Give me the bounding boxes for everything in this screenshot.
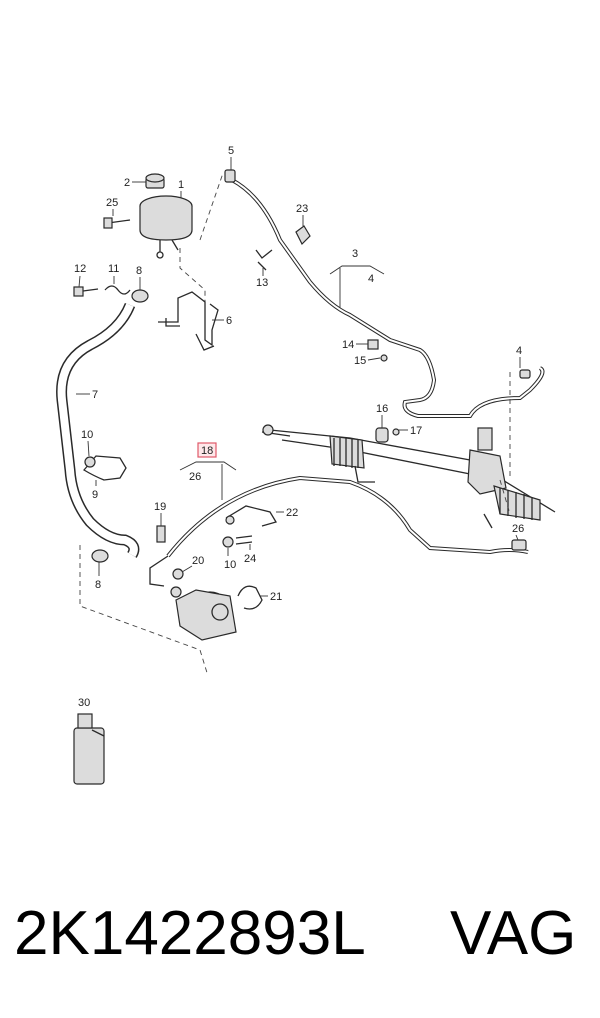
hose-clamp-bottom xyxy=(91,549,109,563)
callout-30: 30 xyxy=(78,697,90,709)
clip-13 xyxy=(255,249,273,271)
callout-4-right: 4 xyxy=(516,345,522,368)
svg-text:10: 10 xyxy=(81,429,93,441)
callout-6: 6 xyxy=(212,315,232,327)
clip-21 xyxy=(237,585,263,610)
callout-8-lower: 8 xyxy=(95,562,101,591)
callout-2: 2 xyxy=(124,177,146,189)
clip-23 xyxy=(295,225,311,246)
svg-text:18: 18 xyxy=(201,445,213,457)
callout-8-upper: 8 xyxy=(136,265,142,290)
fitting-4 xyxy=(519,369,531,379)
svg-text:14: 14 xyxy=(342,339,354,351)
callout-10-lower: 10 xyxy=(224,548,236,571)
callout-14: 14 xyxy=(342,339,368,351)
svg-text:4: 4 xyxy=(516,345,522,357)
callout-26-left: 26 xyxy=(189,471,201,483)
svg-text:13: 13 xyxy=(256,277,268,289)
callout-10-upper: 10 xyxy=(81,429,93,457)
steering-rack xyxy=(269,427,556,529)
svg-text:25: 25 xyxy=(106,197,118,209)
callout-26-right: 26 xyxy=(512,523,524,541)
svg-text:5: 5 xyxy=(228,145,234,157)
svg-text:20: 20 xyxy=(192,555,204,567)
fluid-reservoir xyxy=(139,173,193,259)
svg-text:21: 21 xyxy=(270,591,282,603)
clamp-16 xyxy=(375,427,389,443)
svg-text:26: 26 xyxy=(189,471,201,483)
brand-label: VAG xyxy=(450,899,577,968)
bolt-24 xyxy=(235,535,253,545)
nut-10-lower xyxy=(222,536,234,548)
svg-text:1: 1 xyxy=(178,179,184,191)
svg-text:24: 24 xyxy=(244,553,256,565)
callout-7: 7 xyxy=(76,389,98,401)
bracket-22 xyxy=(225,505,277,527)
hydraulic-fluid-bottle xyxy=(73,713,105,785)
callout-5: 5 xyxy=(228,145,234,170)
part-number: 2K1422893L xyxy=(14,899,366,968)
svg-text:3: 3 xyxy=(352,248,358,260)
svg-text:15: 15 xyxy=(354,355,366,367)
clip-11 xyxy=(104,285,131,295)
bracket-9 xyxy=(83,455,127,481)
pressure-pipe-3 xyxy=(231,178,545,418)
callout-21: 21 xyxy=(260,591,282,603)
part-number-line: 2K1422893L VAG xyxy=(0,898,600,978)
svg-text:2: 2 xyxy=(124,177,130,189)
callout-20: 20 xyxy=(181,555,204,573)
callout-17: 17 xyxy=(398,425,422,437)
svg-text:26: 26 xyxy=(512,523,524,535)
svg-text:23: 23 xyxy=(296,203,308,215)
callout-18-highlighted: 18 xyxy=(179,442,237,500)
bolt-19 xyxy=(156,525,166,543)
callout-1: 1 xyxy=(178,179,184,198)
callout-3: 3 xyxy=(329,248,385,308)
svg-text:7: 7 xyxy=(92,389,98,401)
callout-22: 22 xyxy=(276,507,298,519)
callout-19: 19 xyxy=(154,501,166,526)
callout-9: 9 xyxy=(92,480,98,501)
callout-4-upper: 4 xyxy=(368,273,374,285)
callout-24: 24 xyxy=(244,544,256,565)
callout-16: 16 xyxy=(376,403,388,428)
bracket-6 xyxy=(158,291,219,351)
svg-text:9: 9 xyxy=(92,489,98,501)
callout-12: 12 xyxy=(74,263,86,288)
svg-text:16: 16 xyxy=(376,403,388,415)
callout-11: 11 xyxy=(108,263,119,284)
clip-14 xyxy=(367,339,388,362)
callout-13: 13 xyxy=(256,268,268,289)
fitting-5 xyxy=(224,169,236,183)
svg-text:30: 30 xyxy=(78,697,90,709)
screw-25 xyxy=(103,217,131,229)
fitting-26 xyxy=(511,539,527,551)
bolt-12 xyxy=(73,286,99,297)
svg-text:17: 17 xyxy=(410,425,422,437)
callout-23: 23 xyxy=(296,203,308,226)
svg-text:8: 8 xyxy=(136,265,142,277)
svg-text:8: 8 xyxy=(95,579,101,591)
callout-15: 15 xyxy=(354,355,381,367)
svg-text:11: 11 xyxy=(108,263,119,275)
svg-text:10: 10 xyxy=(224,559,236,571)
callout-25: 25 xyxy=(106,197,118,216)
power-steering-pump xyxy=(170,568,237,641)
hose-clamp-top xyxy=(131,289,149,303)
svg-text:6: 6 xyxy=(226,315,232,327)
svg-text:22: 22 xyxy=(286,507,298,519)
svg-text:12: 12 xyxy=(74,263,86,275)
svg-text:19: 19 xyxy=(154,501,166,513)
svg-text:4: 4 xyxy=(368,273,374,285)
